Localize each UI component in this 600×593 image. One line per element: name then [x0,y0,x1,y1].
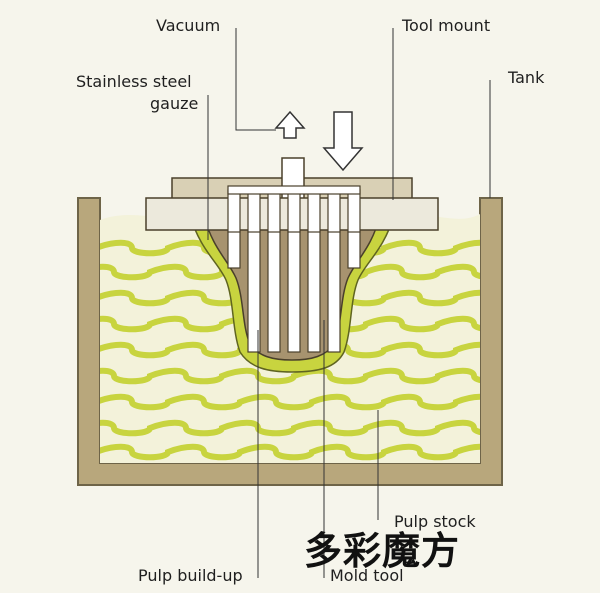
vacuum-channel-top [227,189,241,233]
channel-tops [227,185,361,233]
vacuum-channel-top [327,189,341,233]
label-pulp-buildup: Pulp build-up [138,566,243,585]
watermark-text: 多彩魔方 [304,529,461,573]
pulp-wave-line [100,443,480,461]
press-down-arrow-icon [322,111,364,172]
label-tank: Tank [508,68,545,87]
pulp-wave-line [100,367,480,385]
pulp-wave-line [100,419,480,437]
vacuum-channel-top [287,189,301,233]
label-stainless-line2: gauze [150,94,199,113]
label-pulp-stock: Pulp stock [394,512,476,531]
label-vacuum: Vacuum [156,16,221,35]
manifold-bar [227,185,361,195]
label-tool-mount: Tool mount [402,16,491,35]
label-stainless-line1: Stainless steel [76,72,192,91]
vacuum-channel-top [247,189,261,233]
vacuum-channel-top [347,189,361,233]
vacuum-arrow-icon [274,110,306,139]
leader-lines [207,28,491,578]
label-mold-tool: Mold tool [330,566,404,585]
vacuum-channel-top [267,189,281,233]
pulp-wave-line [100,393,480,411]
vacuum-channel-top [307,189,321,233]
